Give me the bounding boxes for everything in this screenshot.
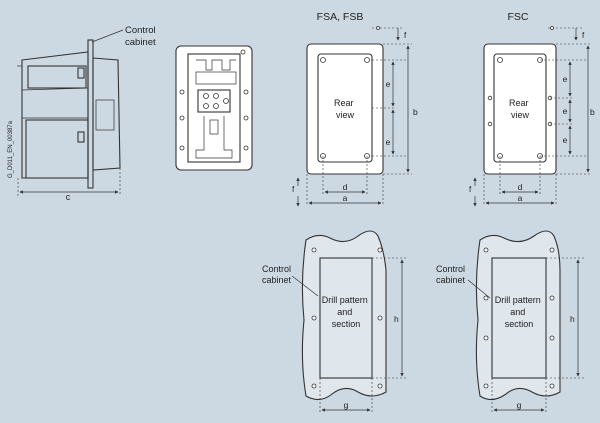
dim-b-fsa: b (413, 107, 418, 117)
dim-e-fsc-2: e (563, 106, 568, 116)
control-cabinet-label-fsc: Control cabinet (436, 264, 468, 285)
dim-b-fsc: b (590, 107, 595, 117)
dim-a-fsc: a (518, 193, 523, 203)
dim-f-fsc-bottom: f (469, 185, 472, 194)
dim-d-fsc: d (518, 182, 523, 192)
dim-g-fsa: g (344, 400, 349, 410)
rear-view-label-fsc: Rear view (509, 98, 531, 120)
dim-e-fsc-1: e (563, 74, 568, 84)
rear-view-fsa-fsb: FSA, FSB Rear view e e b f d (292, 11, 418, 207)
dim-g-fsc: g (517, 400, 522, 410)
control-cabinet-label-top: Control cabinet (125, 25, 158, 48)
rear-view-label-fsa: Rear view (334, 98, 356, 120)
dim-f-fsa-bottom: f (292, 185, 295, 194)
drill-pattern-label-fsa: Drill pattern and section (322, 295, 371, 329)
side-view: c Control cabinet G_D011_EN_00387a (8, 25, 158, 202)
dim-h-fsa: h (394, 314, 399, 324)
dim-h-fsc: h (570, 314, 575, 324)
drill-pattern-fsa-fsb: Drill pattern and section Control cabine… (262, 230, 408, 414)
dim-d-fsa: d (343, 182, 348, 192)
dim-e-fsa-2: e (386, 137, 391, 147)
dim-a-fsa: a (343, 193, 348, 203)
front-view (175, 45, 253, 171)
heading-fsc: FSC (508, 11, 529, 23)
dim-e-fsc-3: e (563, 135, 568, 145)
drill-pattern-fsc: Drill pattern and section Control cabine… (436, 230, 584, 414)
dim-f-fsa-top: f (404, 31, 407, 40)
control-cabinet-label-fsa: Control cabinet (262, 264, 294, 285)
heading-fsa-fsb: FSA, FSB (317, 11, 364, 23)
dim-f-fsc-top: f (582, 31, 585, 40)
drawing-id: G_D011_EN_00387a (8, 120, 14, 178)
drill-pattern-label-fsc: Drill pattern and section (495, 295, 544, 329)
dim-e-fsa-1: e (386, 79, 391, 89)
dimension-label-c: c (66, 192, 71, 202)
rear-view-fsc: FSC Rear view e e e b f (469, 11, 595, 207)
